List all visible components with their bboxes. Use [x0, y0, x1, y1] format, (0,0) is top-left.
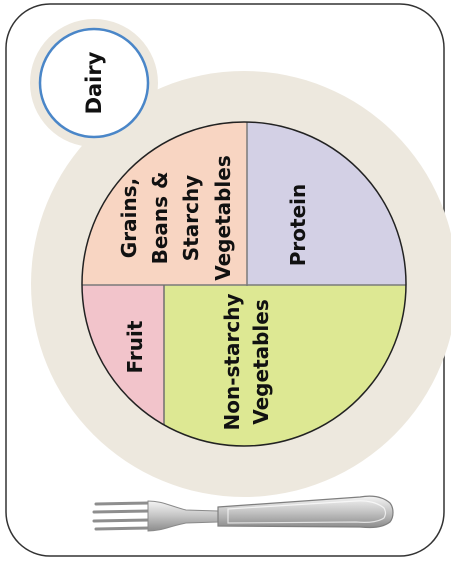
grains-label-line1: Grains,	[117, 178, 141, 258]
protein-label: Protein	[286, 184, 310, 266]
nonstarchy-label-line2: Vegetables	[249, 299, 273, 425]
fork-icon	[92, 495, 394, 532]
nonstarchy-label-line1: Non-starchy	[220, 294, 244, 431]
grains-label: Grains, Beans & Starchy Vegetables	[117, 155, 235, 281]
fruit-label: Fruit	[123, 320, 147, 373]
dairy-label: Dairy	[82, 51, 106, 114]
plate-outline	[81, 121, 407, 447]
grains-label-line3: Starchy	[179, 175, 203, 261]
dairy-ring	[38, 27, 150, 139]
grains-label-line2: Beans &	[148, 172, 172, 265]
grains-label-line4: Vegetables	[211, 155, 235, 281]
nonstarchy-label: Non-starchy Vegetables	[220, 294, 273, 431]
